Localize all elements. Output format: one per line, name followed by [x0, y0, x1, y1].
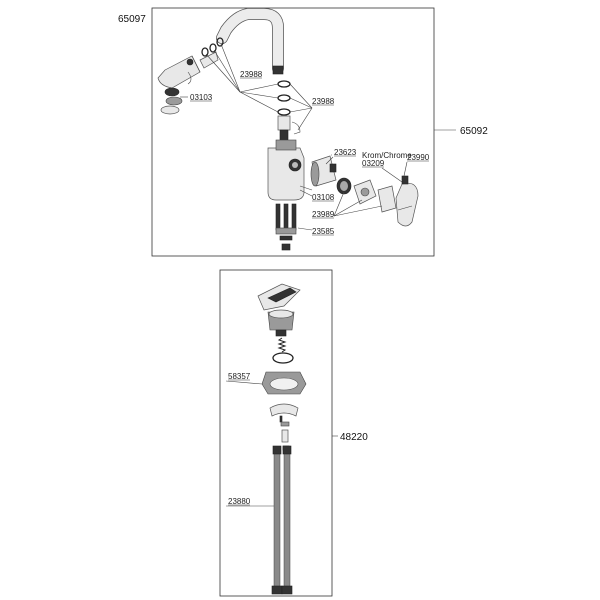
label-23585: 23585	[312, 227, 335, 236]
spout-tube	[216, 8, 284, 75]
top-cover-cap	[257, 283, 301, 311]
cover-ring	[377, 185, 397, 213]
label-23990: 23990	[407, 153, 430, 162]
label-58357: 58357	[228, 372, 251, 381]
base-fixing-kit	[275, 203, 297, 251]
aerator-03103	[160, 87, 183, 115]
label-23623: 23623	[334, 148, 357, 157]
leaders-23988-b	[289, 83, 313, 131]
flexible-hoses	[271, 445, 293, 595]
leaders-23988-a	[205, 43, 279, 113]
label-03103: 03103	[190, 93, 213, 102]
leader-23990	[403, 161, 408, 177]
label-23989: 23989	[312, 210, 335, 219]
mixer-body	[267, 139, 313, 201]
leader-03108	[299, 189, 313, 197]
lever-handle	[395, 175, 419, 227]
base-o-ring	[272, 352, 294, 364]
label-krom-chrome: Krom/Chrome	[362, 151, 412, 160]
bottom-assembly-label: 48220	[340, 432, 368, 443]
top-ref-number: 65097	[118, 14, 146, 25]
label-23988-a: 23988	[240, 70, 263, 79]
leader-03209	[381, 167, 403, 183]
top-assembly-frame	[151, 7, 435, 257]
horseshoe-washer	[269, 403, 299, 423]
leaders-23989	[333, 191, 383, 217]
handle-adapter	[353, 179, 377, 205]
base-plate-58357	[261, 371, 307, 395]
cartridge-23623	[310, 155, 337, 187]
leader-58357	[225, 380, 263, 385]
label-03108: 03108	[312, 193, 335, 202]
label-03209: 03209	[362, 159, 385, 168]
retaining-nut	[336, 177, 352, 195]
spring	[277, 337, 287, 353]
bottom-assembly-frame	[219, 269, 333, 597]
connector-block	[267, 309, 295, 337]
leader-23623-b	[325, 156, 334, 165]
label-23988-b: 23988	[312, 97, 335, 106]
pull-out-spray-head	[157, 37, 224, 89]
top-assembly-label: 65092	[460, 126, 488, 137]
label-23880: 23880	[228, 497, 251, 506]
leader-23585	[297, 227, 313, 231]
